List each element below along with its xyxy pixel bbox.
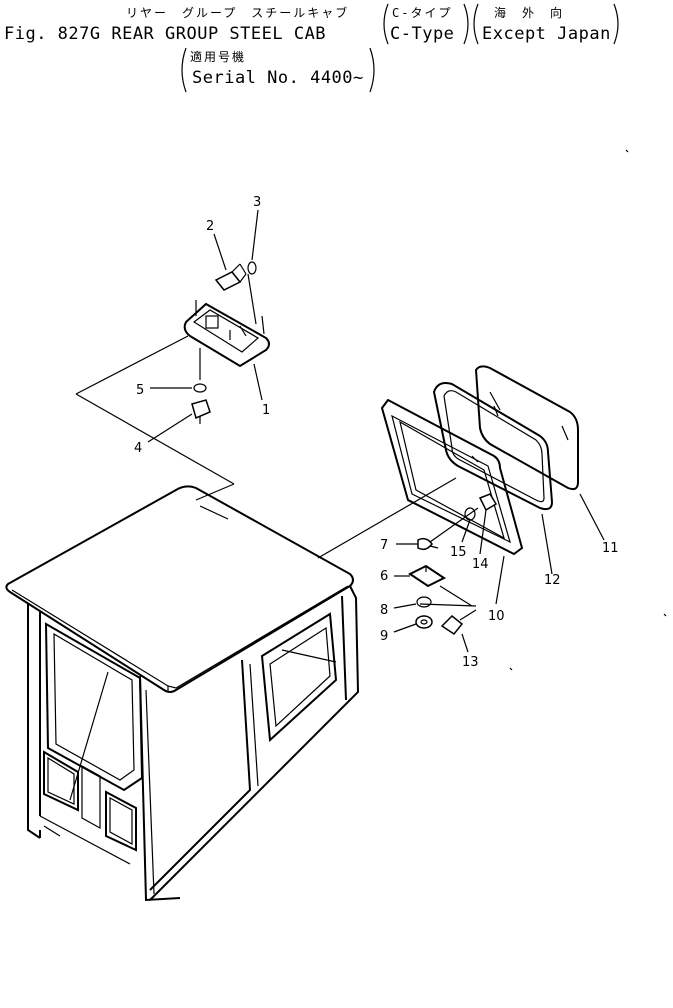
cab-body [5,485,360,902]
part-10-window-frame [380,398,524,605]
region-english: Except Japan [482,24,611,44]
callout-12: 12 [544,573,561,588]
callout-numbers: 1 2 3 4 5 6 7 8 9 10 11 12 13 14 15 [134,195,619,670]
callout-3: 3 [253,195,261,210]
part-14-nut [478,493,498,555]
callout-15: 15 [450,545,467,560]
figure-title: Fig. 827G REAR GROUP STEEL CAB [4,24,327,44]
header-brackets [181,3,619,93]
leader-lines [75,335,479,607]
part-4-bolt [147,399,211,443]
callout-6: 6 [380,569,388,584]
part-13-bolt [440,609,477,653]
part-11-glass [474,365,605,541]
callout-13: 13 [462,655,479,670]
callout-11: 11 [602,541,619,556]
serial-number: Serial No. 4400~ [192,68,364,88]
callout-8: 8 [380,603,388,618]
part-9-nut [393,615,433,633]
part-6-clip [394,564,446,588]
callout-9: 9 [380,629,388,644]
part-8-washer [393,596,432,609]
part-15-washer [461,507,476,543]
type-english: C-Type [390,24,455,44]
part-3-washer [247,209,259,325]
part-12-seal [432,382,554,575]
part-2-bolt [213,233,247,291]
callout-14: 14 [472,557,489,572]
part-1-lamp-bracket [183,300,270,401]
stray-marks [509,149,667,671]
callout-2: 2 [206,219,214,234]
part-7-screw [396,537,439,551]
part-5-washer [150,348,207,393]
callout-5: 5 [136,383,144,398]
serial-japanese: 適用号機 [190,50,247,64]
region-japanese: 海 外 向 [494,6,565,20]
callout-7: 7 [380,538,388,553]
japanese-title: リヤー グループ スチールキャブ [126,6,350,20]
callout-4: 4 [134,441,142,456]
callout-10: 10 [488,609,505,624]
callout-1: 1 [262,403,270,418]
type-japanese: C-タイプ [392,6,453,20]
